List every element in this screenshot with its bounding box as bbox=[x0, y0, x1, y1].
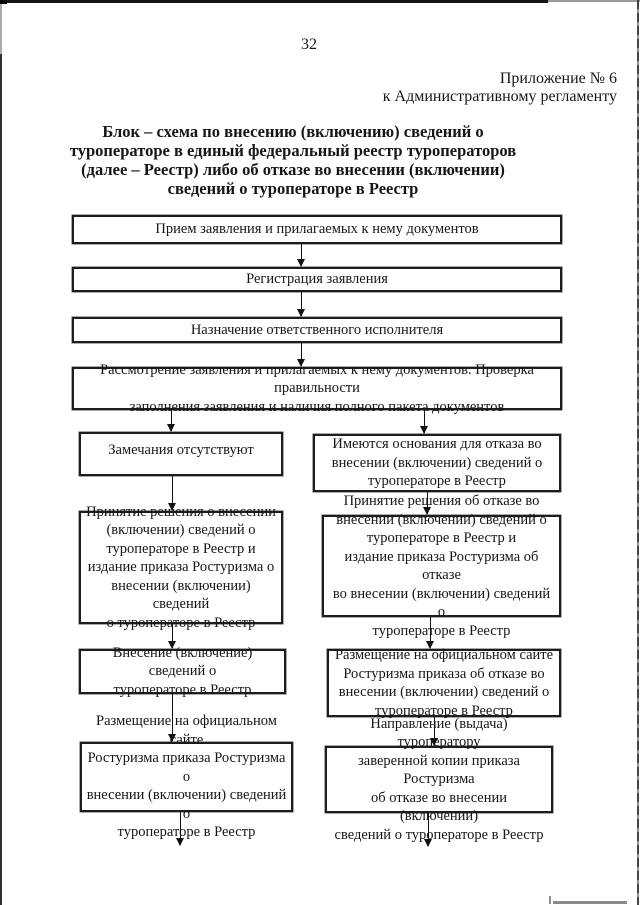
scan-border-right bbox=[637, 0, 639, 905]
flow-box-grounds-for-refusal: Имеются основания для отказа во внесении… bbox=[313, 434, 561, 492]
document-title: Блок – схема по внесению (включению) све… bbox=[69, 122, 517, 198]
arrow-down-icon bbox=[166, 410, 175, 432]
arrow-down-icon bbox=[419, 410, 428, 434]
arrow-down-icon bbox=[167, 624, 176, 649]
arrow-down-icon bbox=[425, 617, 434, 649]
appendix-line-1: Приложение № 6 bbox=[499, 70, 617, 87]
page-number: 32 bbox=[301, 36, 317, 53]
flow-box-entry-into-registry: Внесение (включение) сведений о туропера… bbox=[79, 645, 286, 698]
flow-box-assign-executor: Назначение ответственного исполнителя bbox=[72, 317, 562, 343]
flow-box-decision-to-refuse: Принятие решения об отказе во внесении (… bbox=[322, 493, 561, 639]
flow-box-review-documents: Рассмотрение заявления и прилагаемых к н… bbox=[72, 362, 562, 415]
appendix-heading: Приложение № 6 к Административному регла… bbox=[197, 70, 617, 106]
flow-box-application-intake: Прием заявления и прилагаемых к нему док… bbox=[72, 215, 562, 244]
arrow-down-icon bbox=[429, 717, 438, 746]
scan-border-top bbox=[0, 0, 548, 3]
arrow-down-icon bbox=[167, 476, 176, 511]
flow-box-registration: Регистрация заявления bbox=[72, 267, 562, 292]
arrow-down-icon bbox=[423, 813, 432, 847]
arrow-down-icon bbox=[422, 492, 431, 515]
arrow-down-icon bbox=[167, 694, 176, 742]
flow-box-publish-inclusion-order: Размещение на официальном сайте Ростуриз… bbox=[80, 713, 293, 840]
scan-border-left bbox=[0, 54, 2, 905]
appendix-line-2: к Административному регламенту bbox=[382, 88, 617, 105]
flow-box-decision-to-include: Принятие решения о внесении (включении) … bbox=[79, 504, 283, 631]
flow-box-publish-refusal-order: Размещение на официальном сайте Ростуриз… bbox=[327, 647, 561, 719]
arrow-down-icon bbox=[296, 244, 305, 267]
scan-bottom-artifact bbox=[553, 901, 627, 904]
arrow-down-icon bbox=[296, 292, 305, 317]
scan-border-left-light bbox=[0, 0, 2, 54]
scan-bottom-tick bbox=[549, 896, 551, 904]
flow-box-send-refusal-copy: Направление (выдача) туроператору завере… bbox=[325, 716, 553, 843]
arrow-down-icon bbox=[175, 812, 184, 846]
scan-border-top-light bbox=[548, 0, 640, 2]
flow-box-no-remarks: Замечания отсутствуют bbox=[79, 432, 283, 476]
arrow-down-icon bbox=[296, 343, 305, 367]
scan-corner-mark bbox=[0, 0, 7, 4]
